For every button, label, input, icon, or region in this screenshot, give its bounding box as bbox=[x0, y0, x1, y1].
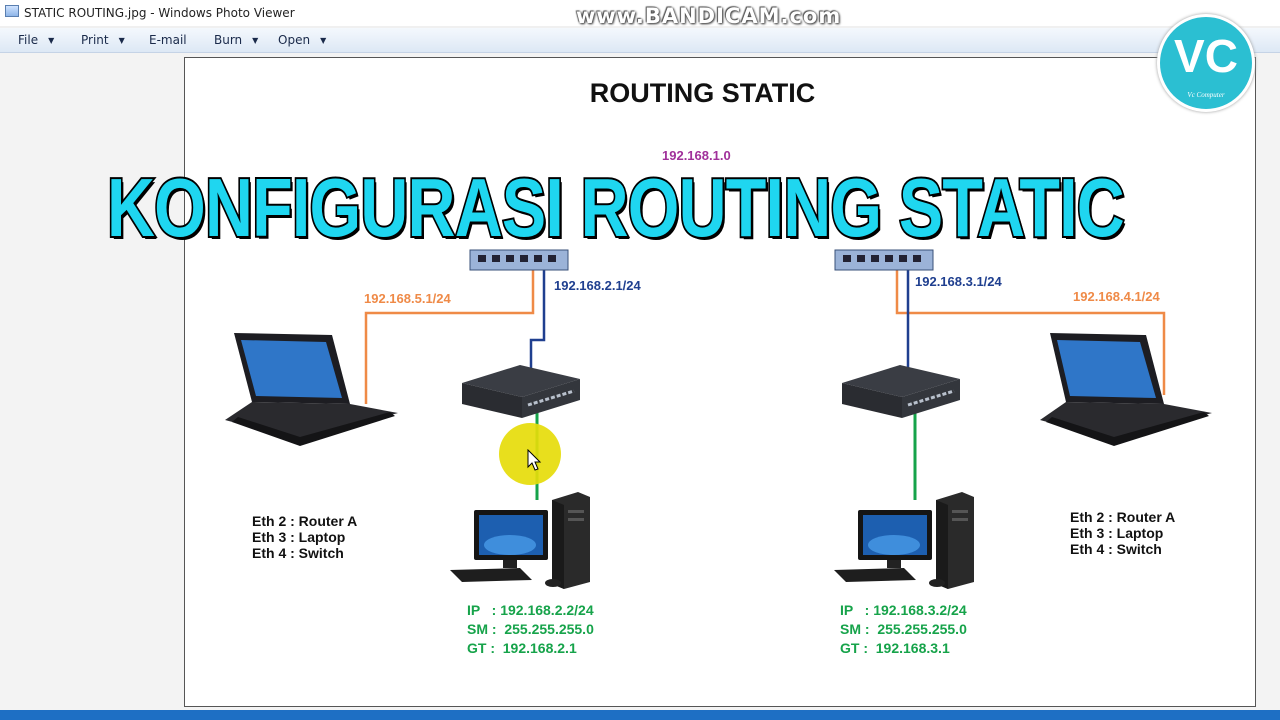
center-network-label: 192.168.1.0 bbox=[662, 148, 731, 163]
left-eth-3: Eth 3 : Laptop bbox=[252, 529, 346, 545]
pc-left-icon bbox=[450, 492, 590, 589]
switch-left-icon bbox=[462, 365, 580, 418]
menu-open[interactable]: Open ▼ bbox=[278, 33, 326, 47]
menu-email[interactable]: E-mail bbox=[149, 33, 187, 47]
menu-open-label: Open bbox=[278, 33, 311, 47]
right-pc-sm: SM : 255.255.255.0 bbox=[840, 621, 967, 637]
chevron-down-icon: ▼ bbox=[320, 36, 327, 45]
chevron-down-icon: ▼ bbox=[48, 36, 55, 45]
right-eth-2: Eth 2 : Router A bbox=[1070, 509, 1176, 525]
menu-burn[interactable]: Burn ▼ bbox=[214, 33, 258, 47]
window-title: STATIC ROUTING.jpg - Windows Photo Viewe… bbox=[24, 6, 295, 20]
mouse-cursor-icon bbox=[527, 449, 542, 471]
laptop-left-cable bbox=[364, 268, 535, 404]
pc-right-icon bbox=[834, 492, 974, 589]
left-pc-gt: GT : 192.168.2.1 bbox=[467, 640, 577, 656]
router-left-switch-cable bbox=[529, 268, 546, 372]
left-eth-ports: Eth 2 : Router A Eth 3 : Laptop Eth 4 : … bbox=[252, 513, 357, 561]
photo-viewer-icon bbox=[5, 5, 19, 17]
left-router-laptop-ip: 192.168.5.1/24 bbox=[364, 291, 451, 306]
right-router-switch-ip: 192.168.3.1/24 bbox=[915, 274, 1002, 289]
right-pc-config: IP : 192.168.3.2/24 SM : 255.255.255.0 G… bbox=[840, 601, 967, 658]
recorder-watermark: www.BANDICAM.com bbox=[576, 4, 842, 28]
menu-print-label: Print bbox=[81, 33, 109, 47]
right-eth-4: Eth 4 : Switch bbox=[1070, 541, 1162, 557]
menu-file[interactable]: File ▼ bbox=[18, 33, 54, 47]
laptop-right-icon bbox=[1040, 333, 1212, 446]
command-bar: File ▼ Print ▼ E-mail Burn ▼ Open ▼ bbox=[0, 28, 1280, 53]
laptop-left-icon bbox=[225, 333, 398, 446]
left-pc-config: IP : 192.168.2.2/24 SM : 255.255.255.0 G… bbox=[467, 601, 594, 658]
menu-email-label: E-mail bbox=[149, 33, 187, 47]
channel-logo-text: VC bbox=[1174, 30, 1238, 82]
right-pc-gt: GT : 192.168.3.1 bbox=[840, 640, 950, 656]
right-eth-3: Eth 3 : Laptop bbox=[1070, 525, 1164, 541]
menu-burn-label: Burn bbox=[214, 33, 243, 47]
right-router-laptop-ip: 192.168.4.1/24 bbox=[1073, 289, 1160, 304]
router-b-icon bbox=[834, 249, 934, 271]
right-pc-ip: IP : 192.168.3.2/24 bbox=[840, 602, 967, 618]
menu-print[interactable]: Print ▼ bbox=[81, 33, 125, 47]
video-overlay-title: KONFIGURASI ROUTING STATIC bbox=[105, 159, 1126, 256]
left-pc-ip: IP : 192.168.2.2/24 bbox=[467, 602, 594, 618]
diagram-title: ROUTING STATIC bbox=[589, 78, 816, 108]
router-a-icon bbox=[469, 249, 569, 271]
laptop-right-cable bbox=[895, 268, 1166, 395]
left-eth-4: Eth 4 : Switch bbox=[252, 545, 344, 561]
menu-file-label: File bbox=[18, 33, 39, 47]
chevron-down-icon: ▼ bbox=[252, 36, 259, 45]
right-eth-ports: Eth 2 : Router A Eth 3 : Laptop Eth 4 : … bbox=[1070, 509, 1175, 557]
left-pc-sm: SM : 255.255.255.0 bbox=[467, 621, 594, 637]
window-titlebar: STATIC ROUTING.jpg - Windows Photo Viewe… bbox=[0, 0, 1280, 28]
channel-logo: VC Vc Computer bbox=[1157, 14, 1255, 112]
chevron-down-icon: ▼ bbox=[118, 36, 125, 45]
switch-right-icon bbox=[842, 365, 960, 418]
left-eth-2: Eth 2 : Router A bbox=[252, 513, 358, 529]
channel-logo-subtext: Vc Computer bbox=[1187, 91, 1225, 99]
left-router-switch-ip: 192.168.2.1/24 bbox=[554, 278, 641, 293]
taskbar bbox=[0, 710, 1280, 720]
